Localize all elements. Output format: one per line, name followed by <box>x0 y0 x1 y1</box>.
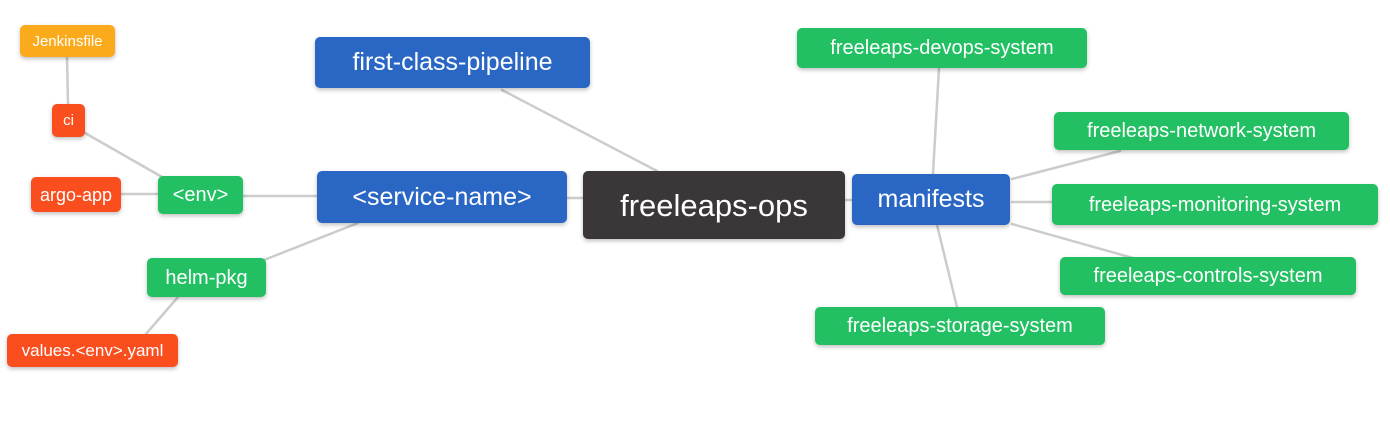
node-jenkinsfile[interactable]: Jenkinsfile <box>20 25 115 57</box>
edge-manifests-network <box>1010 149 1122 181</box>
node-freeleaps-devops-system[interactable]: freeleaps-devops-system <box>797 28 1087 68</box>
node-env[interactable]: <env> <box>158 176 243 214</box>
node-freeleaps-storage-system[interactable]: freeleaps-storage-system <box>815 307 1105 345</box>
edge-first-class-pipeline-root <box>500 88 659 173</box>
edge-ci-env <box>83 131 164 179</box>
edge-helm-pkg-values <box>144 295 180 336</box>
edge-manifests-storage <box>935 223 959 309</box>
node-ci[interactable]: ci <box>52 104 85 137</box>
node-first-class-pipeline[interactable]: first-class-pipeline <box>315 37 590 88</box>
node-service-name[interactable]: <service-name> <box>317 171 567 223</box>
node-freeleaps-controls-system[interactable]: freeleaps-controls-system <box>1060 257 1356 295</box>
node-helm-pkg[interactable]: helm-pkg <box>147 258 266 297</box>
node-manifests[interactable]: manifests <box>852 174 1010 225</box>
edge-jenkinsfile-ci <box>65 55 70 106</box>
edge-manifests-devops <box>931 66 941 176</box>
node-freeleaps-ops[interactable]: freeleaps-ops <box>583 171 845 239</box>
node-values-env-yaml[interactable]: values.<env>.yaml <box>7 334 178 367</box>
node-freeleaps-network-system[interactable]: freeleaps-network-system <box>1054 112 1349 150</box>
edge-service-name-helm-pkg <box>262 221 360 262</box>
edge-manifests-controls <box>1010 222 1135 260</box>
node-argo-app[interactable]: argo-app <box>31 177 121 212</box>
node-freeleaps-monitoring-system[interactable]: freeleaps-monitoring-system <box>1052 184 1378 225</box>
